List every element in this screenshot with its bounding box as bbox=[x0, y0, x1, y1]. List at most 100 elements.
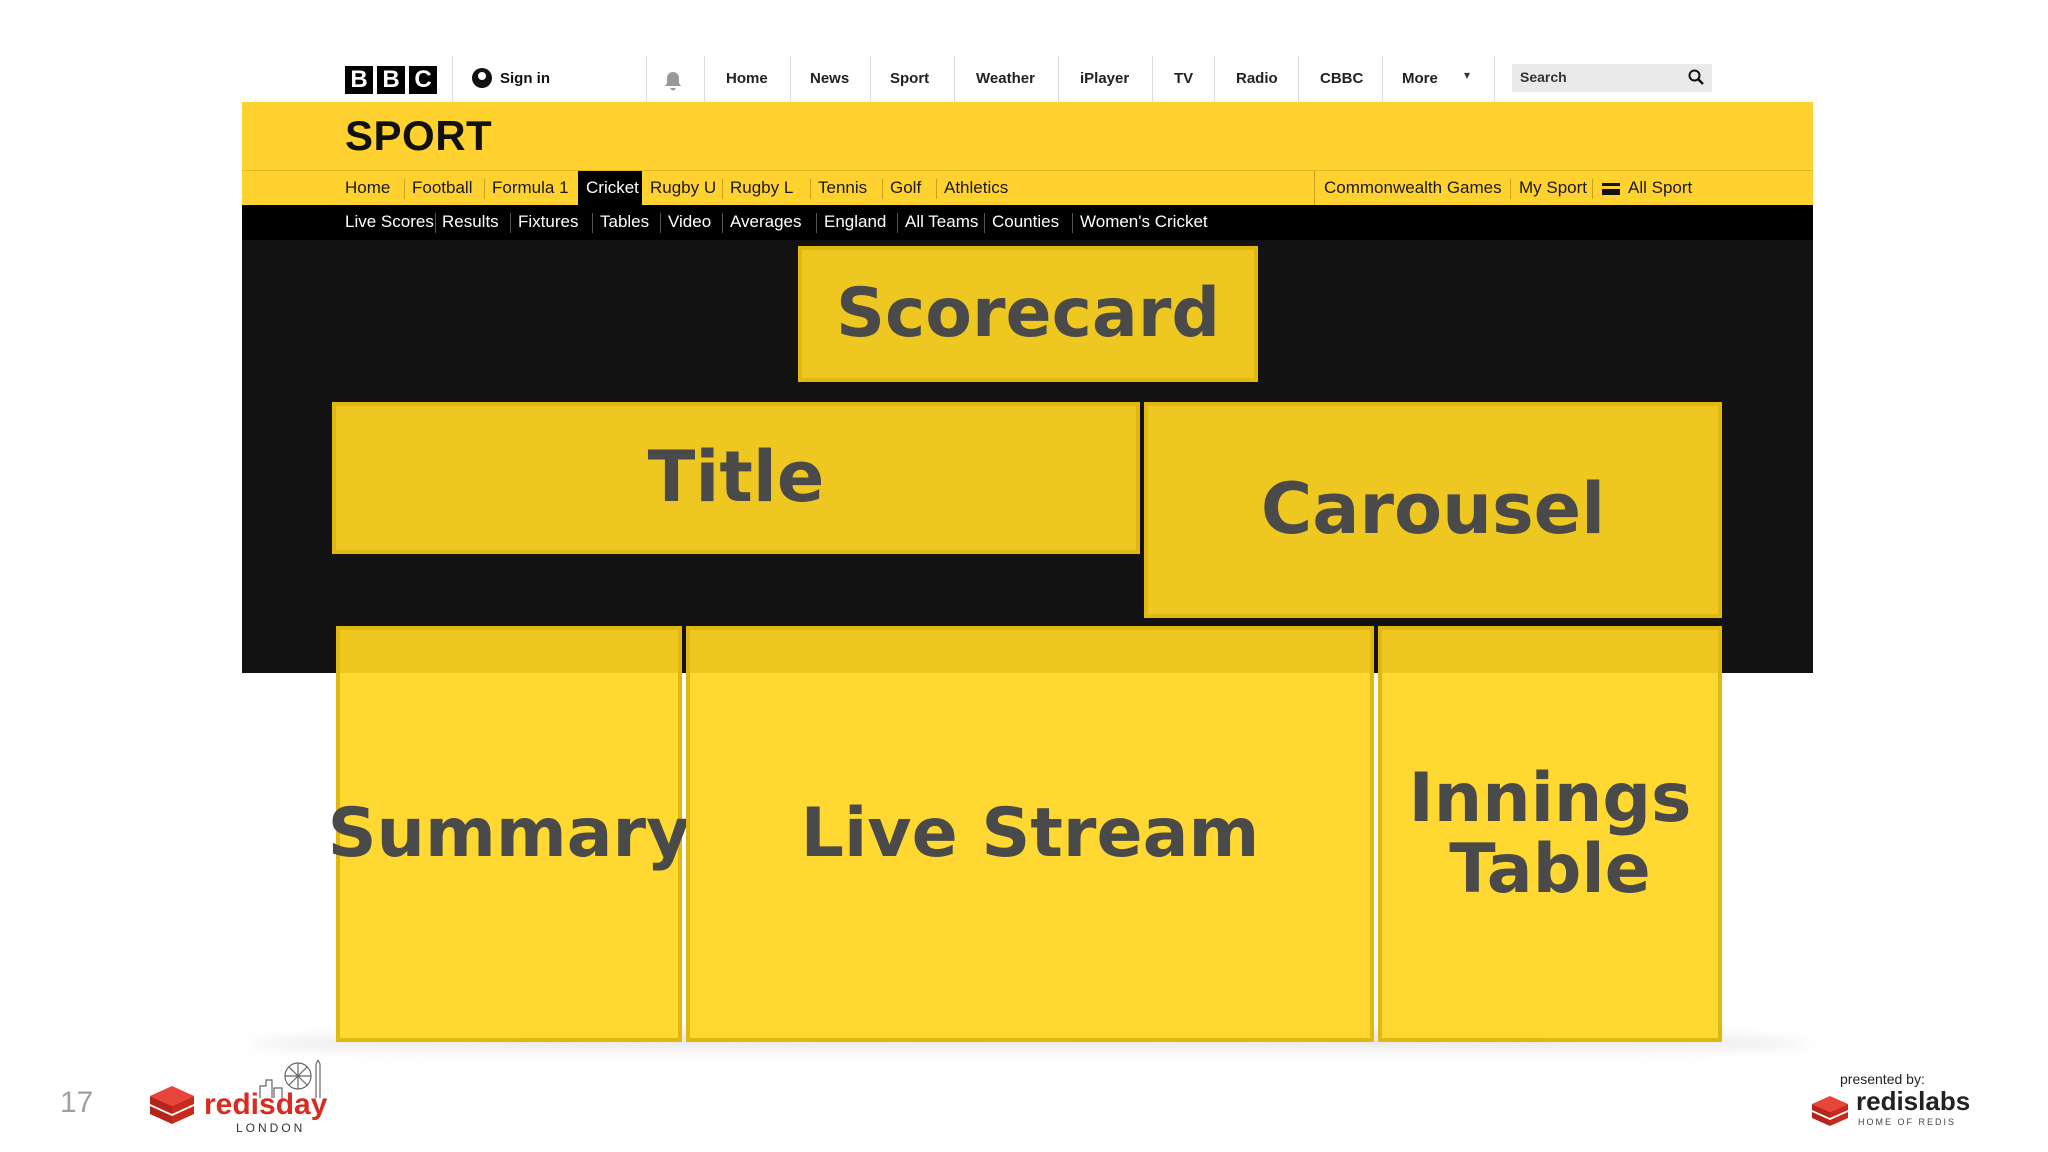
subnav-counties[interactable]: Counties bbox=[992, 212, 1060, 231]
divider bbox=[1314, 171, 1315, 206]
nav-news[interactable]: News bbox=[810, 70, 850, 87]
nav-more[interactable]: More bbox=[1402, 70, 1438, 87]
redisday-wordmark: redisday bbox=[204, 1088, 328, 1121]
title-region: Title bbox=[332, 402, 1140, 554]
sport-nav-golf[interactable]: Golf bbox=[890, 178, 922, 197]
scorecard-label: Scorecard bbox=[835, 274, 1221, 354]
bbc-logo[interactable]: B B C bbox=[345, 66, 437, 94]
divider bbox=[722, 213, 723, 233]
divider bbox=[1592, 179, 1593, 199]
search-input[interactable]: Search bbox=[1512, 64, 1712, 92]
divider bbox=[660, 213, 661, 233]
search-placeholder: Search bbox=[1520, 69, 1567, 85]
sport-nav-cricket[interactable]: Cricket bbox=[578, 171, 642, 206]
divider bbox=[816, 213, 817, 233]
divider bbox=[1072, 213, 1073, 233]
divider bbox=[484, 179, 485, 199]
redislabs-tagline: HOME OF REDIS bbox=[1858, 1117, 1956, 1127]
sport-nav-home[interactable]: Home bbox=[345, 178, 391, 197]
divider bbox=[882, 179, 883, 199]
redisday-city: LONDON bbox=[236, 1121, 305, 1135]
sport-nav-rugby-league[interactable]: Rugby L bbox=[730, 178, 794, 197]
divider bbox=[404, 179, 405, 199]
subnav-averages[interactable]: Averages bbox=[730, 212, 802, 231]
bbc-top-bar: B B C Sign in Home News Sport Weather iP… bbox=[242, 56, 1813, 102]
innings-table-region: Innings Table bbox=[1378, 626, 1722, 1042]
sport-nav: Home Football Formula 1 Cricket Rugby U … bbox=[242, 170, 1813, 206]
carousel-region: Carousel bbox=[1144, 402, 1722, 618]
subnav-video[interactable]: Video bbox=[668, 212, 712, 231]
summary-label: Summary bbox=[327, 794, 691, 874]
nav-cbbc[interactable]: CBBC bbox=[1320, 70, 1364, 87]
divider bbox=[897, 213, 898, 233]
title-label: Title bbox=[647, 436, 825, 519]
chevron-down-icon[interactable]: ▾ bbox=[1464, 68, 1471, 82]
divider bbox=[704, 56, 705, 102]
carousel-label: Carousel bbox=[1260, 468, 1606, 551]
subnav-womens-cricket[interactable]: Women's Cricket bbox=[1080, 212, 1208, 231]
nav-tv[interactable]: TV bbox=[1174, 70, 1194, 87]
subnav-tables[interactable]: Tables bbox=[600, 212, 650, 231]
bbc-logo-letter: B bbox=[345, 66, 373, 94]
cricket-sub-nav: Live Scores Results Fixtures Tables Vide… bbox=[242, 205, 1813, 240]
redislabs-wordmark: redislabs bbox=[1856, 1086, 1970, 1116]
nav-home[interactable]: Home bbox=[726, 70, 768, 87]
nav-iplayer[interactable]: iPlayer bbox=[1080, 70, 1130, 87]
bell-icon[interactable] bbox=[664, 71, 682, 96]
sport-header bbox=[242, 102, 1813, 220]
sport-title[interactable]: SPORT bbox=[345, 112, 493, 159]
slide-number: 17 bbox=[60, 1086, 94, 1119]
sport-nav-rugby-union[interactable]: Rugby U bbox=[650, 178, 717, 197]
divider bbox=[646, 56, 647, 102]
subnav-fixtures[interactable]: Fixtures bbox=[518, 212, 579, 231]
divider bbox=[790, 56, 791, 102]
divider bbox=[1510, 179, 1511, 199]
search-icon[interactable] bbox=[1688, 69, 1704, 85]
presented-by-text: presented by: bbox=[1840, 1071, 1925, 1087]
divider bbox=[954, 56, 955, 102]
divider bbox=[1058, 56, 1059, 102]
user-icon bbox=[472, 68, 492, 88]
sport-nav-football[interactable]: Football bbox=[412, 178, 473, 197]
nav-sport[interactable]: Sport bbox=[890, 70, 930, 87]
nav-weather[interactable]: Weather bbox=[976, 70, 1035, 87]
divider bbox=[592, 213, 593, 233]
sport-nav-all-sport[interactable]: All Sport bbox=[1628, 178, 1693, 197]
sport-nav-my-sport[interactable]: My Sport bbox=[1519, 178, 1588, 197]
divider bbox=[810, 179, 811, 199]
divider bbox=[510, 213, 511, 233]
menu-icon[interactable] bbox=[1602, 183, 1620, 195]
divider bbox=[984, 213, 985, 233]
live-stream-label: Live Stream bbox=[800, 794, 1260, 874]
innings-label: Innings bbox=[1408, 758, 1692, 838]
subnav-live-scores[interactable]: Live Scores bbox=[345, 212, 434, 231]
redis-cube-icon bbox=[150, 1086, 194, 1124]
nav-radio[interactable]: Radio bbox=[1236, 70, 1278, 87]
sport-nav-formula-1[interactable]: Formula 1 bbox=[492, 178, 569, 197]
sport-nav-tennis[interactable]: Tennis bbox=[818, 178, 868, 197]
sport-nav-athletics[interactable]: Athletics bbox=[944, 178, 1009, 197]
divider bbox=[1152, 56, 1153, 102]
sign-in-label: Sign in bbox=[500, 69, 550, 87]
subnav-results[interactable]: Results bbox=[442, 212, 499, 231]
bbc-logo-letter: C bbox=[409, 66, 437, 94]
divider bbox=[452, 56, 453, 102]
bbc-logo-letter: B bbox=[377, 66, 405, 94]
sign-in-button[interactable]: Sign in bbox=[472, 68, 550, 88]
subnav-england[interactable]: England bbox=[824, 212, 887, 231]
divider bbox=[1298, 56, 1299, 102]
table-label: Table bbox=[1449, 830, 1651, 909]
divider bbox=[1494, 56, 1495, 102]
scorecard-region: Scorecard bbox=[798, 246, 1258, 382]
sport-nav-commonwealth-games[interactable]: Commonwealth Games bbox=[1324, 178, 1502, 197]
subnav-all-teams[interactable]: All Teams bbox=[905, 212, 979, 231]
live-stream-region: Live Stream bbox=[686, 626, 1374, 1042]
london-skyline-icon bbox=[259, 1059, 321, 1098]
divider bbox=[435, 213, 436, 233]
summary-region: Summary bbox=[328, 626, 690, 1042]
divider bbox=[722, 179, 723, 199]
divider bbox=[1214, 56, 1215, 102]
divider bbox=[1382, 56, 1383, 102]
divider bbox=[936, 179, 937, 199]
redislabs-logo: presented by: redislabs HOME OF REDIS bbox=[1810, 1070, 2000, 1130]
